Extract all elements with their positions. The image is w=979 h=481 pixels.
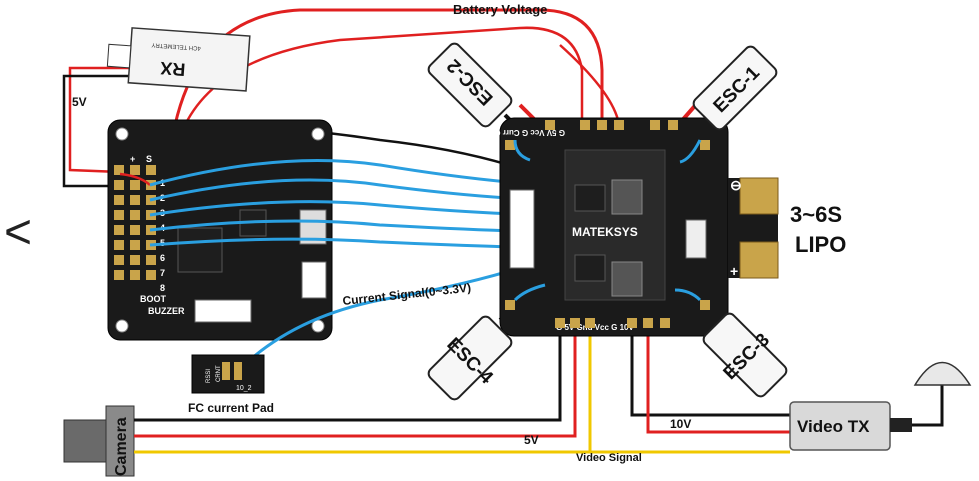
battery-voltage-label: Battery Voltage [453,2,547,17]
camera: Camera [63,405,135,477]
antenna-icon [913,361,972,386]
vtx-10v-wire [646,335,790,434]
video-tx-label: Video TX [797,417,870,436]
fc-current-pad-label: FC current Pad [188,401,274,415]
ten-v-label: 10V [670,417,691,431]
pad-rssi-label: RSSI [206,369,212,383]
current-signal-wire [223,258,546,386]
battery-wire-2 [183,26,584,126]
pad-code-label: 10_2 [236,385,252,392]
fc-pin-6: 6 [160,253,165,263]
svg-text:⊖: ⊖ [730,177,742,193]
fc-mcu-chip [177,227,223,273]
pdb-chip-2 [574,254,606,282]
pdb-top-pins-label: G 5V Vcc G Curr G [494,128,565,137]
five-v-top-label: 5V [72,95,87,109]
lipo-line1-label: 3~6S [790,202,842,227]
esc-3: ESC-3 [702,312,788,398]
buzzer-label: BUZZER [148,306,185,316]
lipo-line2-label: LIPO [795,232,846,257]
rx-module: RX 4CH TELEMETRY [106,27,251,92]
fc-pin-8: 8 [160,283,165,293]
rx-sub-label: 4CH TELEMETRY [151,41,201,50]
svg-text:+: + [730,263,738,279]
esc-2: ESC-2 [427,42,513,128]
power-distribution-board: ⊖ + MATEKSYS G 5V Gnd Vcc G 10V G 5V Vcc… [494,117,779,337]
battery-wire-3 [559,44,620,121]
camera-label: Camera [113,417,130,476]
fc-pin-7: 7 [160,268,165,278]
rx-gnd-wire [62,74,130,188]
pad-crnt-label: CRNT [216,365,222,382]
esc-signal-wires [513,139,702,302]
current-signal-label: Current Signal(0~3.3V) [342,281,472,308]
pdb-inductor-1 [611,179,643,215]
camera-5v-wire [134,335,577,438]
pdb-chip-1 [574,184,606,212]
fc-current-pad: RSSI CRNT 10_2 [191,354,265,394]
boot-label: BOOT [140,294,167,304]
esc-4: ESC-4 [427,315,513,401]
video-tx: Video TX [789,361,972,451]
direction-arrow-icon: < [4,206,32,259]
fc-connector [194,299,252,323]
pdb-connector [509,189,535,269]
fc-power-wire [119,172,151,186]
pdb-brand-label: MATEKSYS [572,225,638,239]
camera-gnd-wire [134,335,562,422]
video-signal-label: Video Signal [576,452,642,464]
pdb-inductor-2 [611,261,643,297]
vtx-gnd-wire [630,335,790,417]
battery-pad-positive [739,241,779,279]
rx-5v-wire [68,66,130,174]
fc-pin-plus: + [130,154,135,164]
fc-pin-s: S [146,154,152,164]
five-v-bottom-label: 5V [524,433,539,447]
motor-signal-wires [149,159,546,250]
battery-pad-negative [739,177,779,215]
flight-controller: + S 1 2 3 4 5 6 7 8 BOOT BUZZER [107,119,333,341]
pdb-bottom-pins-label: G 5V Gnd Vcc G 10V [556,323,634,332]
rx-label: RX [160,58,186,80]
